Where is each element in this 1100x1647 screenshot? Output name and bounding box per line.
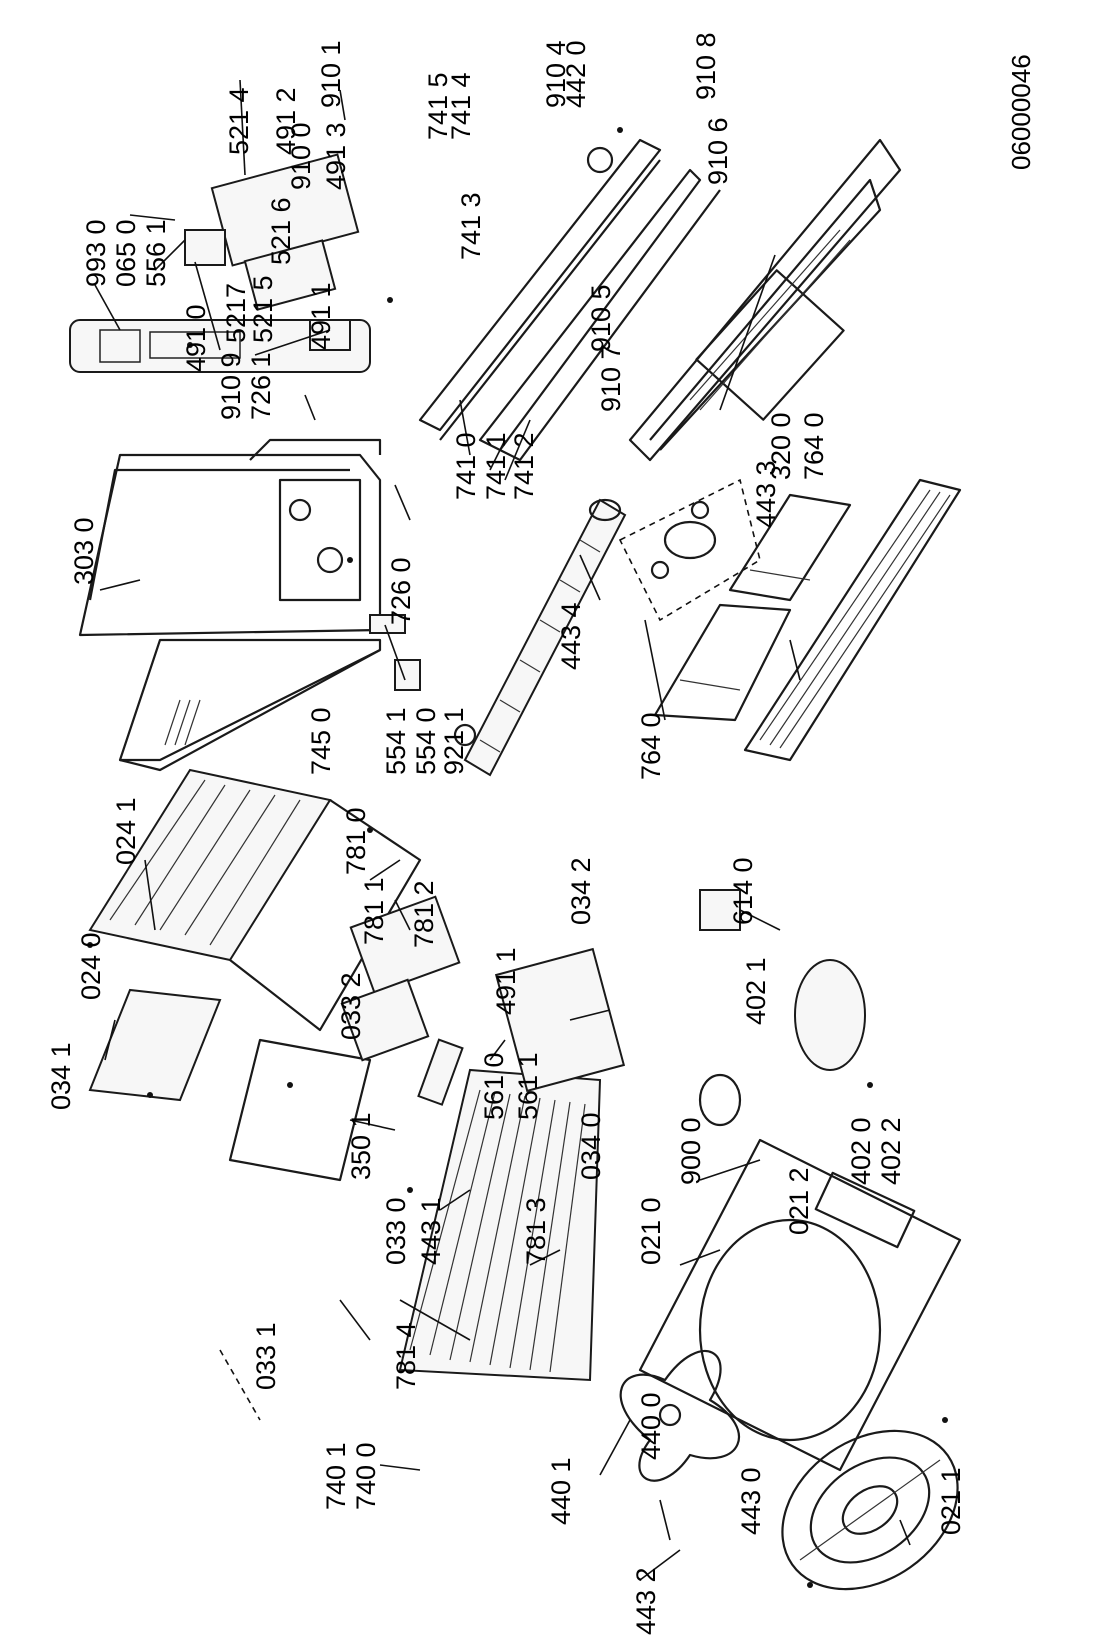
indoor-unit-group [69,79,962,833]
label-443-1: 443 1 [416,1197,446,1265]
top-cover-drawing [88,768,422,1032]
label-443-4: 443 4 [556,602,586,670]
label-491-2: 491 2 [271,87,301,155]
label-741-4: 741 4 [446,72,476,140]
label-993-0: 993 0 [81,219,111,287]
label-910-7: 910 7 [596,344,626,412]
compressor-drawing [698,959,866,1127]
label-554-0: 554 0 [411,707,441,775]
outdoor-screws [87,942,948,1588]
label-726-1: 726 1 [246,352,276,420]
outdoor-fan-drawing [619,1350,740,1482]
label-491-3: 491 3 [321,122,351,190]
part-labels: 993 0 065 0 556 1 491 0 910 9 726 1 521 … [46,32,1036,1635]
back-frame-drawing [118,638,382,772]
label-443-2: 443 2 [631,1567,661,1635]
outdoor-leader-lines [104,859,911,1581]
label-910-0: 910 0 [286,122,316,190]
indoor-leader-lines [94,79,801,721]
label-741-5: 741 5 [423,72,453,140]
label-561-0: 561 0 [479,1052,509,1120]
label-443-0: 443 0 [736,1467,766,1535]
label-034-2: 034 2 [566,857,596,925]
label-021-1: 021 1 [936,1467,966,1535]
label-033-2: 033 2 [336,972,366,1040]
fan-motor-drawing [618,478,761,622]
label-561-1: 561 1 [513,1052,543,1120]
capacitor-drawing [417,1038,464,1106]
condenser-coil-drawing [398,1068,602,1382]
front-cabinet-drawing [638,1138,962,1472]
label-781-1: 781 1 [359,877,389,945]
label-741-3: 741 3 [456,192,486,260]
label-910-8: 910 8 [691,32,721,100]
label-021-0: 021 0 [636,1197,666,1265]
label-910-6: 910 6 [703,117,733,185]
label-021-2: 021 2 [784,1167,814,1235]
label-521-5: 521 5 [248,275,278,343]
label-781-3: 781 3 [521,1197,551,1265]
label-740-1: 740 1 [321,1442,351,1510]
control-box-drawing [184,153,360,351]
label-764-0-right: 764 0 [799,412,829,480]
chassis-drawing [78,438,382,637]
label-491-0: 491 0 [181,304,211,372]
label-554-1: 554 1 [381,707,411,775]
label-5217: 5217 [221,283,251,343]
remote-control-drawing [69,319,371,373]
document-number: 06000046 [1006,54,1036,170]
partition-drawing [228,1038,372,1182]
label-320-0: 320 0 [766,412,796,480]
air-filters-drawing [653,493,852,722]
label-521-4: 521 4 [224,87,254,155]
label-614-0: 614 0 [728,857,758,925]
label-910-4: 910 4 [541,40,571,108]
label-556-1: 556 1 [141,219,171,287]
label-443-3: 443 3 [751,460,781,528]
label-521-6: 521 6 [266,197,296,265]
label-024-1: 024 1 [111,797,141,865]
label-491-1-indoor: 491 1 [306,282,336,350]
label-910-5: 910 5 [586,284,616,352]
label-402-2: 402 2 [876,1117,906,1185]
label-350-1: 350 1 [346,1112,376,1180]
outdoor-unit-group [87,768,962,1591]
label-440-1: 440 1 [546,1457,576,1525]
label-764-0-left: 764 0 [636,712,666,780]
valve-drawing [699,889,781,931]
label-781-4: 781 4 [391,1322,421,1390]
label-024-0: 024 0 [76,932,106,1000]
front-panel-drawing [628,138,902,462]
label-034-0: 034 0 [576,1112,606,1180]
label-745-0: 745 0 [306,707,336,775]
label-741-0: 741 0 [451,432,481,500]
label-491-1-outdoor: 491 1 [491,947,521,1015]
label-740-0: 740 0 [351,1442,381,1510]
label-781-0: 781 0 [341,807,371,875]
label-726-0: 726 0 [386,557,416,625]
label-402-0: 402 0 [846,1117,876,1185]
label-034-1: 034 1 [46,1042,76,1110]
label-741-2: 741 2 [509,432,539,500]
label-303-0: 303 0 [69,517,99,585]
label-442-0: 442 0 [561,40,591,108]
electrical-box-drawing [340,895,626,1093]
label-781-2: 781 2 [409,880,439,948]
label-741-1: 741 1 [481,432,511,500]
label-065-0: 065 0 [111,219,141,287]
louvre-assembly-drawing [418,138,721,462]
label-910-9: 910 9 [216,352,246,420]
crossflow-fan-drawing [463,498,627,777]
label-900-0: 900 0 [676,1117,706,1185]
label-033-1: 033 1 [251,1322,281,1390]
label-033-0: 033 0 [381,1197,411,1265]
label-402-1: 402 1 [741,957,771,1025]
label-440-0: 440 0 [636,1392,666,1460]
front-grille-drawing [743,478,962,762]
label-910-1: 910 1 [316,40,346,108]
fan-guard-drawing [781,1429,959,1591]
label-921-1: 921 1 [439,707,469,775]
